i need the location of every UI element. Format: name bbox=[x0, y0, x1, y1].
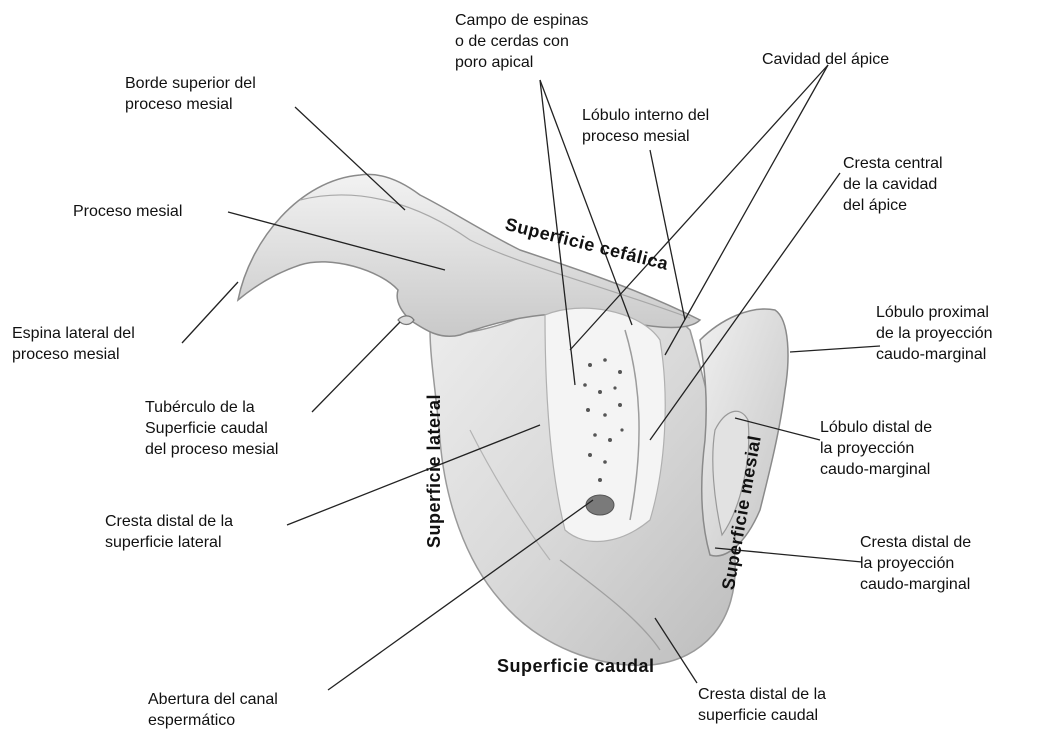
surface-label-lateral: Superficie lateral bbox=[424, 394, 445, 548]
label-lobulo-distal: Lóbulo distal de la proyección caudo-mar… bbox=[820, 417, 932, 480]
label-cresta-distal-lateral: Cresta distal de la superficie lateral bbox=[105, 511, 233, 553]
label-proceso-mesial: Proceso mesial bbox=[73, 201, 182, 222]
label-espina-lateral: Espina lateral del proceso mesial bbox=[12, 323, 135, 365]
label-campo-espinas: Campo de espinas o de cerdas con poro ap… bbox=[455, 10, 588, 73]
lateral-spine bbox=[398, 316, 414, 325]
canal-opening bbox=[586, 495, 614, 515]
label-cavidad-apice: Cavidad del ápice bbox=[762, 49, 889, 70]
label-lobulo-interno: Lóbulo interno del proceso mesial bbox=[582, 105, 709, 147]
label-cresta-central: Cresta central de la cavidad del ápice bbox=[843, 153, 943, 216]
surface-label-caudal: Superficie caudal bbox=[497, 656, 655, 677]
label-abertura-canal: Abertura del canal espermático bbox=[148, 689, 278, 731]
label-cresta-distal-caudal: Cresta distal de la superficie caudal bbox=[698, 684, 826, 726]
label-tuberculo: Tubérculo de la Superficie caudal del pr… bbox=[145, 397, 278, 460]
label-cresta-distal-proyeccion: Cresta distal de la proyección caudo-mar… bbox=[860, 532, 971, 595]
label-lobulo-proximal: Lóbulo proximal de la proyección caudo-m… bbox=[876, 302, 993, 365]
label-borde-superior: Borde superior del proceso mesial bbox=[125, 73, 256, 115]
